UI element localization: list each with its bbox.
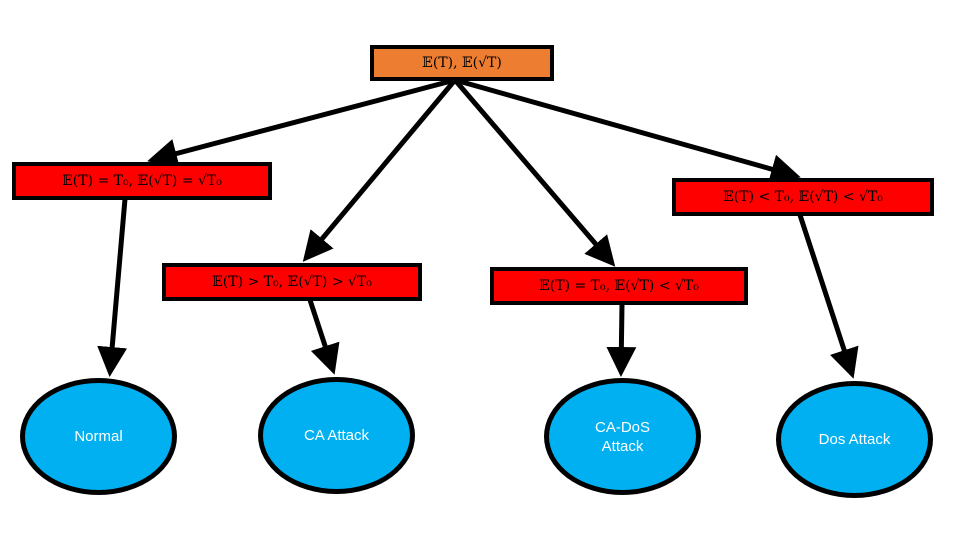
edge-cados-condition-to-cados-attack	[606, 303, 637, 377]
condition-normal: 𝔼(T) = T₀, 𝔼(√T) = √T₀	[12, 162, 272, 200]
condition-ca-attack-label: 𝔼(T) > T₀, 𝔼(√T) > √T₀	[212, 274, 372, 290]
outcome-ca-attack: CA Attack	[258, 377, 415, 494]
outcome-ca-dos-attack: CA-DoS Attack	[544, 378, 701, 495]
edge-root-to-normal-condition	[147, 77, 456, 169]
edge-root-to-ca-condition	[302, 78, 457, 262]
condition-ca-dos-attack-label: 𝔼(T) = T₀, 𝔼(√T) < √T₀	[539, 278, 699, 294]
edge-normal-condition-to-normal	[97, 198, 128, 377]
outcome-dos-attack-label: Dos Attack	[818, 431, 891, 448]
condition-dos-attack: 𝔼(T) < T₀, 𝔼(√T) < √T₀	[672, 178, 934, 216]
outcome-normal: Normal	[20, 378, 177, 495]
condition-ca-dos-attack: 𝔼(T) = T₀, 𝔼(√T) < √T₀	[490, 267, 748, 305]
condition-ca-attack: 𝔼(T) > T₀, 𝔼(√T) > √T₀	[162, 263, 422, 301]
outcome-ca-dos-attack-label: CA-DoS Attack	[594, 418, 650, 455]
outcome-normal-label: Normal	[74, 428, 123, 445]
condition-normal-label: 𝔼(T) = T₀, 𝔼(√T) = √T₀	[62, 173, 222, 189]
root-node: 𝔼(T), 𝔼(√T)	[370, 45, 554, 81]
outcome-dos-attack: Dos Attack	[776, 381, 933, 498]
condition-dos-attack-label: 𝔼(T) < T₀, 𝔼(√T) < √T₀	[723, 189, 883, 205]
outcome-ca-attack-label: CA Attack	[303, 427, 370, 444]
edge-root-to-dos-condition	[454, 77, 801, 184]
root-label: 𝔼(T), 𝔼(√T)	[422, 55, 502, 71]
edge-dos-condition-to-dos-attack	[797, 214, 859, 379]
edge-root-to-cados-condition	[453, 78, 616, 267]
edge-ca-condition-to-ca-attack	[307, 299, 340, 375]
